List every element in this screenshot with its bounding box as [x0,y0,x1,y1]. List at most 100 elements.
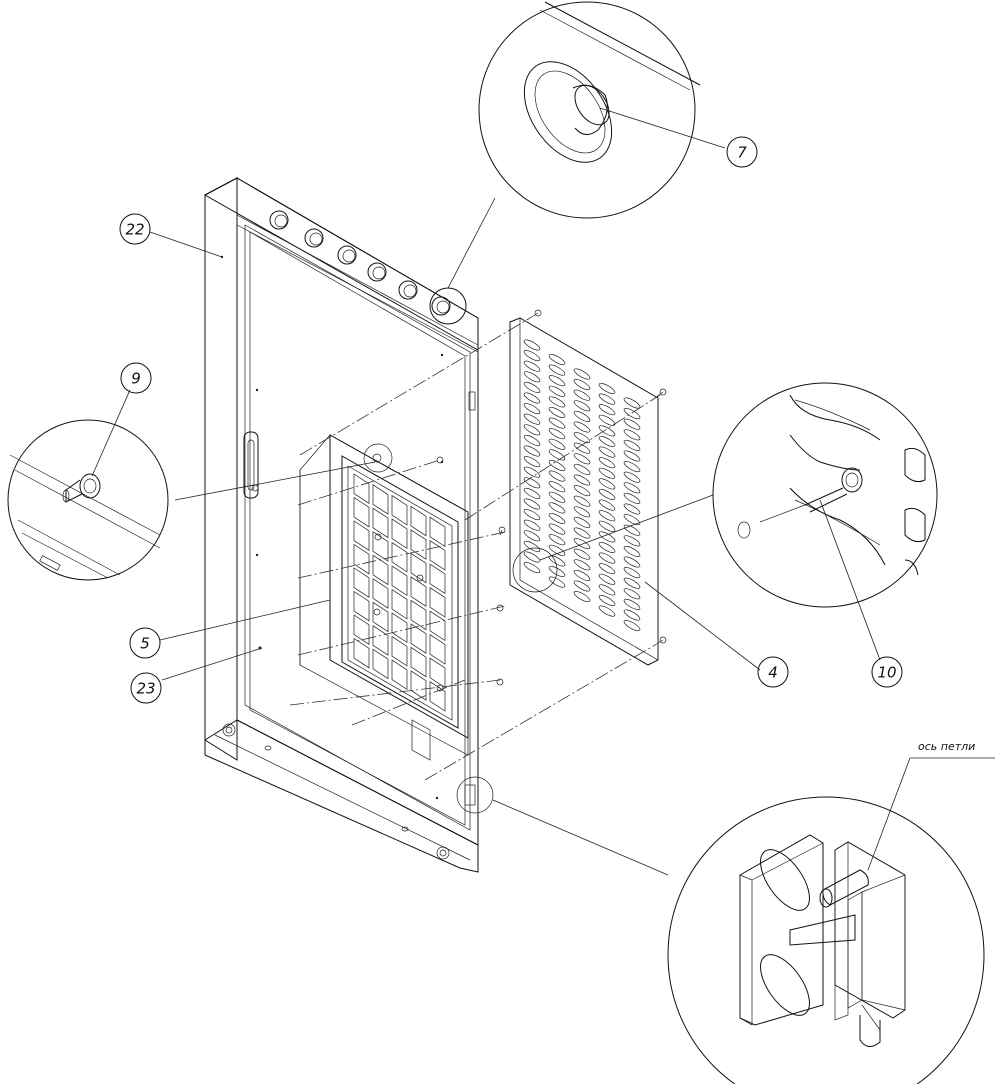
filter-screws [363,443,444,692]
cover-slot [523,562,541,574]
detail-view-10 [539,382,938,608]
cover-slot [548,353,566,366]
cover-slot [548,512,566,525]
callout-4: 4 [757,656,789,688]
cover-slot [548,417,566,429]
cover-slot [523,456,541,468]
grid-cell [410,623,427,654]
svg-text:23: 23 [136,680,155,698]
filter-grid [353,473,446,712]
cover-slot [523,392,541,404]
grid-cell [410,576,427,607]
cover-slot [623,492,641,504]
cover-slot [573,474,591,486]
detail-view-7 [447,1,701,289]
grid-cell [410,670,427,701]
svg-text:10: 10 [877,664,896,682]
cover-slot [598,457,616,469]
cover-slot [523,403,541,415]
cover-slot [523,413,541,425]
grid-cell [353,473,370,504]
assembly-lines [289,317,661,781]
cover-slot [598,446,616,458]
callout-leaders [91,107,881,681]
cover-slot [523,339,541,351]
cover-slot [623,524,641,536]
svg-text:7: 7 [737,144,747,162]
cover-slot [598,510,616,522]
grid-cell [353,496,370,528]
grid-cell [410,529,427,560]
cover-slot [623,588,641,600]
callout-9: 9 [120,362,152,394]
grid-cell [429,681,446,712]
cover-slot [598,573,616,585]
grid-cell [391,541,408,573]
grid-cell [372,648,389,680]
cover-slot [573,463,591,475]
callout-10: 10 [871,656,903,688]
cover-slot [548,544,566,556]
grid-cell [353,520,370,551]
grid-cell [372,601,389,633]
cover-slot [573,368,591,380]
svg-text:4: 4 [768,664,778,682]
cover-slot [573,442,591,454]
cover-slot [548,364,566,376]
grid-cell [391,659,408,691]
cover-slot [623,439,641,451]
cover-slot [573,527,591,539]
cover-slot [573,495,591,507]
cover-slot [523,371,541,383]
cover-slot [623,429,641,441]
grid-cell [353,590,370,622]
cover-slot [598,594,616,607]
cover-slot [548,449,566,461]
grid-cell [372,484,389,515]
cover-slot [598,488,616,501]
cover-slot [523,381,541,393]
cover-slot [573,400,591,412]
cover-slot [598,520,616,532]
svg-text:5: 5 [140,635,150,653]
cover-slot [573,591,591,603]
cover-slot [573,538,591,550]
detail-view-hinge [492,757,995,1084]
cover-slot [548,470,566,482]
grid-cell [391,494,408,526]
grid-cell [410,505,427,537]
cover-slot [598,584,616,596]
cover-slot [623,450,641,462]
detail-view-9 [7,419,376,581]
grid-cell [410,646,427,678]
grid-cell [429,516,446,548]
callout-5: 5 [129,627,161,659]
cover-slot [623,418,641,430]
cover-slot [573,485,591,497]
cover-slot [598,552,616,564]
grid-cell [353,637,370,669]
svg-text:22: 22 [125,221,144,239]
cover-slot [573,516,591,528]
cover-slot [598,563,616,575]
cover-slot [573,569,591,581]
cover-slot [548,385,566,397]
grid-cell [391,612,408,644]
cover-slot [548,375,566,387]
cover-slot [623,609,641,621]
cover-slot [523,540,541,552]
cover-slot [573,421,591,433]
grid-cell [372,578,389,609]
cover-slot [523,519,541,531]
grid-cell [429,657,446,689]
cover-slot [623,471,641,483]
grid-cell [410,552,427,584]
cover-slot [598,414,616,426]
cover-slot [523,466,541,478]
cover-slot [623,503,641,515]
cover-slot [598,435,616,448]
perforated-cover [509,317,659,666]
cover-screws [436,309,667,686]
grid-cell [429,563,446,595]
